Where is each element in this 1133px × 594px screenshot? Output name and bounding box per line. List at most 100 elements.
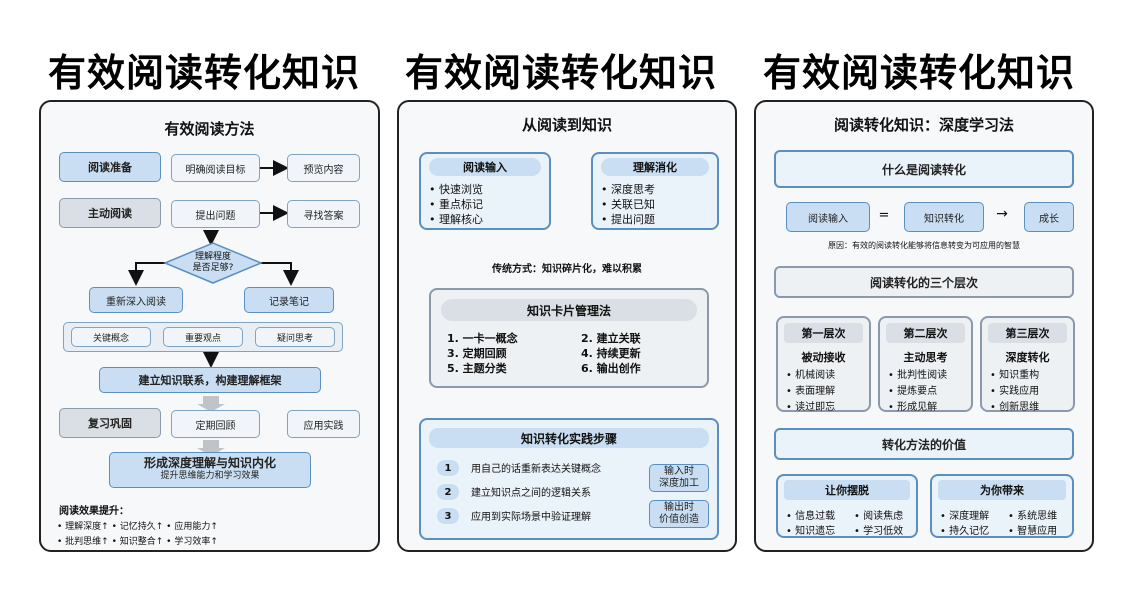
find-answer-box: 寻找答案 bbox=[287, 200, 360, 228]
decision-label: 理解程度 是否足够? bbox=[181, 252, 245, 274]
step-text: 应用到实际场景中验证理解 bbox=[471, 512, 591, 523]
level-item: • 读过即忘 bbox=[786, 402, 836, 413]
panel1-title: 有效阅读方法 bbox=[164, 120, 255, 138]
step-number: 1 bbox=[437, 460, 459, 476]
level-head: 第三层次 bbox=[988, 323, 1067, 343]
card-method-item: 5. 主题分类 bbox=[447, 362, 507, 375]
input-item: • 重点标记 bbox=[429, 198, 483, 211]
level-head: 第一层次 bbox=[784, 323, 863, 343]
level-item: • 批判性阅读 bbox=[888, 370, 948, 381]
tag-key-concept: 关键概念 bbox=[71, 327, 151, 347]
eq-growth-box: 成长 bbox=[1024, 202, 1074, 232]
headline-2: 有效阅读转化知识 bbox=[405, 51, 718, 95]
card-method-item: 2. 建立关联 bbox=[581, 332, 641, 345]
clear-goal-box: 明确阅读目标 bbox=[171, 154, 260, 182]
digest-card-title: 理解消化 bbox=[601, 158, 709, 176]
escape-item: • 信息过载 bbox=[786, 511, 836, 522]
side-note-input: 输入时 深度加工 bbox=[649, 464, 709, 492]
headline-3: 有效阅读转化知识 bbox=[763, 51, 1076, 95]
reread-box: 重新深入阅读 bbox=[89, 287, 183, 313]
side-note-output: 输出时 价值创造 bbox=[649, 500, 709, 528]
panel-deep-learning: 阅读转化知识：深度学习法 什么是阅读转化 阅读输入 = 知识转化 → 成长 原因… bbox=[754, 100, 1094, 552]
card-method-item: 6. 输出创作 bbox=[581, 362, 641, 375]
level-item: • 表面理解 bbox=[786, 386, 836, 397]
digest-item: • 提出问题 bbox=[601, 213, 655, 226]
step-number: 2 bbox=[437, 484, 459, 500]
eq-sign: = bbox=[878, 208, 890, 223]
level-item: • 提炼要点 bbox=[888, 386, 938, 397]
step-number: 3 bbox=[437, 508, 459, 524]
digest-item: • 深度思考 bbox=[601, 183, 655, 196]
escape-item: • 知识遗忘 bbox=[786, 526, 836, 537]
framework-box: 建立知识联系，构建理解框架 bbox=[99, 367, 321, 393]
input-card-title: 阅读输入 bbox=[429, 158, 541, 176]
side-note-line: 输入时 bbox=[664, 466, 694, 477]
value-title-box: 转化方法的价值 bbox=[774, 428, 1074, 460]
effects-title: 阅读效果提升： bbox=[59, 506, 129, 517]
level-item: • 创新思维 bbox=[990, 402, 1040, 413]
card-method-item: 4. 持续更新 bbox=[581, 347, 641, 360]
panel2-title: 从阅读到知识 bbox=[521, 116, 612, 134]
level-item: • 知识重构 bbox=[990, 370, 1040, 381]
flow-arrows bbox=[128, 160, 299, 456]
reading-prep-box: 阅读准备 bbox=[59, 152, 161, 182]
level-card-1: 第一层次 被动接收 • 机械阅读 • 表面理解 • 读过即忘 bbox=[776, 316, 871, 413]
level-item: • 形成见解 bbox=[888, 402, 938, 413]
notes-box: 记录笔记 bbox=[244, 287, 334, 313]
level-card-3: 第三层次 深度转化 • 知识重构 • 实践应用 • 创新思维 bbox=[980, 316, 1075, 413]
steps-card: 知识转化实践步骤 1 用自己的话重新表达关键概念 2 建立知识点之间的逻辑关系 … bbox=[419, 418, 719, 540]
headline-1: 有效阅读转化知识 bbox=[48, 51, 361, 95]
preview-box: 预览内容 bbox=[287, 154, 360, 182]
traditional-note: 传统方式：知识碎片化，难以积累 bbox=[492, 264, 642, 275]
final-box: 形成深度理解与知识内化 提升思维能力和学习效果 bbox=[109, 452, 311, 488]
active-reading-box: 主动阅读 bbox=[59, 198, 161, 228]
final-line-2: 提升思维能力和学习效果 bbox=[160, 471, 260, 481]
card-method: 知识卡片管理法 1. 一卡一概念 2. 建立关联 3. 定期回顾 4. 持续更新… bbox=[429, 288, 709, 388]
escape-title: 让你摆脱 bbox=[784, 480, 910, 500]
decision-line-2: 是否足够? bbox=[192, 263, 234, 273]
panel-reading-to-knowledge: 从阅读到知识 阅读输入 • 快速浏览 • 重点标记 • 理解核心 理解消化 • … bbox=[397, 100, 737, 552]
panel3-title: 阅读转化知识：深度学习法 bbox=[833, 116, 1014, 134]
bring-item: • 深度理解 bbox=[940, 511, 990, 522]
bring-item: • 智慧应用 bbox=[1008, 526, 1058, 537]
step-text: 建立知识点之间的逻辑关系 bbox=[471, 488, 591, 499]
regular-review-box: 定期回顾 bbox=[171, 410, 260, 438]
level-name: 深度转化 bbox=[1005, 351, 1050, 364]
side-note-line: 深度加工 bbox=[659, 478, 699, 489]
effects-line-1: • 理解深度↑ • 记忆持久↑ • 应用能力↑ bbox=[57, 522, 218, 532]
digest-item: • 关联已知 bbox=[601, 198, 655, 211]
tag-key-view: 重要观点 bbox=[163, 327, 243, 347]
input-item: • 快速浏览 bbox=[429, 183, 483, 196]
reason-note: 原因：有效的阅读转化能够将信息转变为可应用的智慧 bbox=[828, 241, 1020, 250]
eq-input-box: 阅读输入 bbox=[786, 202, 870, 232]
effects-line-2: • 批判思维↑ • 知识整合↑ • 学习效率↑ bbox=[57, 537, 218, 547]
escape-item: • 学习低效 bbox=[854, 526, 904, 537]
bring-item: • 持久记忆 bbox=[940, 526, 990, 537]
final-line-1: 形成深度理解与知识内化 bbox=[143, 456, 276, 470]
card-method-item: 3. 定期回顾 bbox=[447, 347, 507, 360]
eq-convert-box: 知识转化 bbox=[904, 202, 984, 232]
panel-reading-method: 有效阅读方法 阅读准备 明确阅读目标 预览内容 主动阅读 提出问题 寻找答案 理… bbox=[39, 100, 380, 552]
bring-card: 为你带来 • 深度理解 • 系统思维 • 持久记忆 • 智慧应用 bbox=[930, 474, 1074, 538]
level-head: 第二层次 bbox=[886, 323, 965, 343]
card-method-title: 知识卡片管理法 bbox=[441, 299, 697, 321]
escape-item: • 阅读焦虑 bbox=[854, 511, 904, 522]
level-card-2: 第二层次 主动思考 • 批判性阅读 • 提炼要点 • 形成见解 bbox=[878, 316, 973, 413]
tag-question: 疑问思考 bbox=[255, 327, 335, 347]
levels-title-box: 阅读转化的三个层次 bbox=[774, 266, 1074, 298]
bring-item: • 系统思维 bbox=[1008, 511, 1058, 522]
decision-diamond bbox=[163, 242, 263, 284]
level-item: • 实践应用 bbox=[990, 386, 1040, 397]
digest-card: 理解消化 • 深度思考 • 关联已知 • 提出问题 bbox=[591, 152, 719, 230]
review-box: 复习巩固 bbox=[59, 408, 161, 438]
eq-arrow: → bbox=[996, 206, 1008, 222]
level-name: 被动接收 bbox=[801, 351, 846, 364]
level-name: 主动思考 bbox=[903, 351, 948, 364]
bring-title: 为你带来 bbox=[938, 480, 1066, 500]
escape-card: 让你摆脱 • 信息过载 • 阅读焦虑 • 知识遗忘 • 学习低效 bbox=[776, 474, 918, 538]
steps-title: 知识转化实践步骤 bbox=[429, 428, 709, 448]
apply-box: 应用实践 bbox=[287, 410, 360, 438]
level-item: • 机械阅读 bbox=[786, 370, 836, 381]
side-note-line: 价值创造 bbox=[659, 514, 699, 525]
step-text: 用自己的话重新表达关键概念 bbox=[471, 464, 601, 475]
